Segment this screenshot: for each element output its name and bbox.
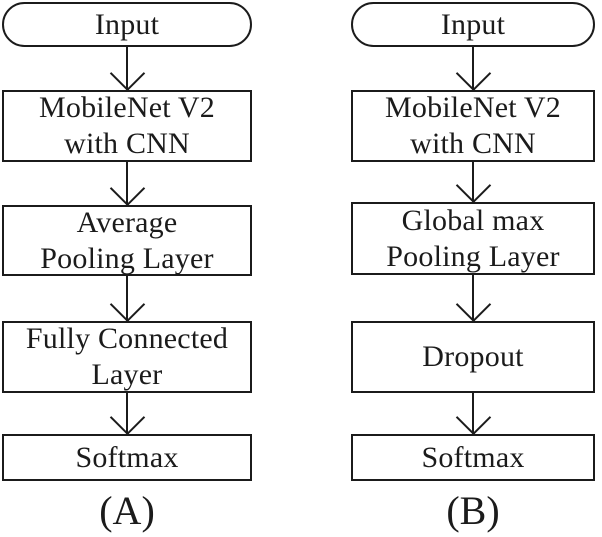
arrow-down-icon xyxy=(109,393,145,434)
arrow-down-icon xyxy=(109,276,145,321)
flow-node-input-b: Input xyxy=(351,2,595,47)
node-label: Softmax xyxy=(421,440,525,474)
arrow-down-icon xyxy=(455,275,491,321)
node-label: Softmax xyxy=(75,440,179,474)
flow-node-backbone-b: MobileNet V2 with CNN xyxy=(351,90,595,162)
figure-caption-a: (A) xyxy=(99,487,155,533)
figure-caption-b: (B) xyxy=(446,487,500,533)
node-label: Dropout xyxy=(422,340,524,373)
arrow-down-icon xyxy=(455,393,491,434)
flow-node-softmax-b: Softmax xyxy=(351,434,595,481)
flowchart-a: Input MobileNet V2 with CNN Average Pool… xyxy=(2,0,252,537)
node-label: Fully Connected Layer xyxy=(25,322,229,391)
arrow-down-icon xyxy=(455,162,491,202)
arrow-down-icon xyxy=(109,47,145,90)
flowchart-b: Input MobileNet V2 with CNN Global max P… xyxy=(351,0,595,537)
flow-node-pooling-a: Average Pooling Layer xyxy=(2,205,252,276)
flow-node-fully-connected-a: Fully Connected Layer xyxy=(2,321,252,393)
flow-node-dropout-b: Dropout xyxy=(351,321,595,393)
flow-node-softmax-a: Softmax xyxy=(2,434,252,481)
arrow-down-icon xyxy=(109,162,145,205)
arrow-down-icon xyxy=(455,47,491,90)
flow-node-input-a: Input xyxy=(2,2,252,47)
node-label: Input xyxy=(440,7,506,41)
node-label: Average Pooling Layer xyxy=(40,205,214,275)
flow-node-pooling-b: Global max Pooling Layer xyxy=(351,202,595,275)
node-label: MobileNet V2 with CNN xyxy=(385,91,561,160)
flow-node-backbone-a: MobileNet V2 with CNN xyxy=(2,90,252,162)
node-label: Input xyxy=(94,7,160,41)
node-label: Global max Pooling Layer xyxy=(386,203,560,273)
node-label: MobileNet V2 with CNN xyxy=(39,91,215,160)
